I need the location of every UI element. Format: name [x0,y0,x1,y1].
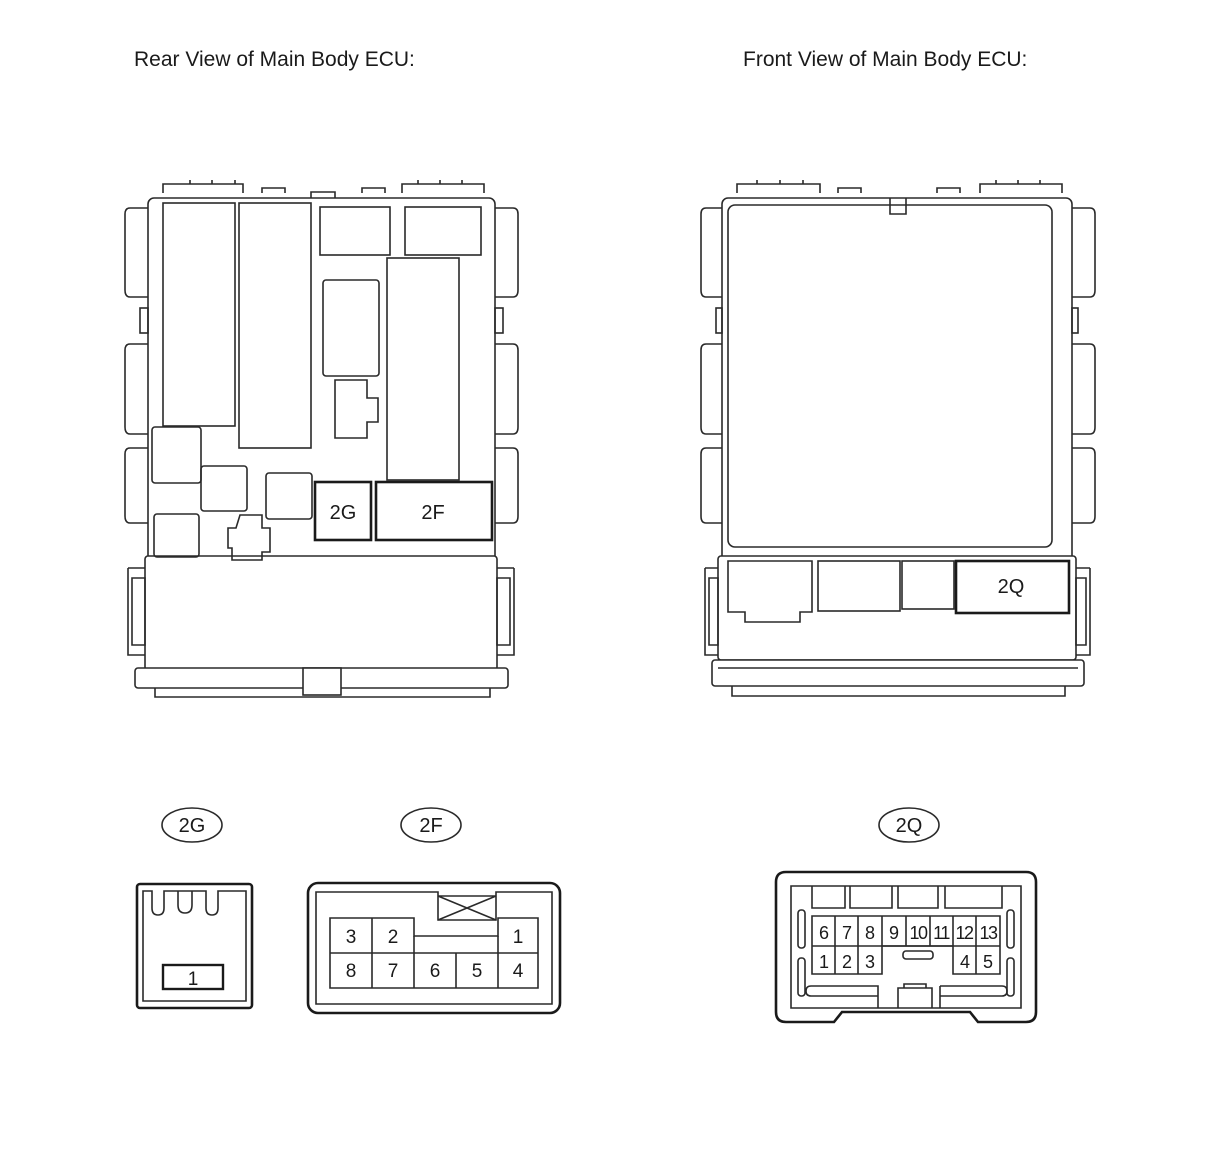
connector-2g: 2G 1 [135,807,254,1010]
connector-2f-pin-3: 3 [346,927,357,948]
rear-2g-label: 2G [330,502,357,524]
connector-2q-pin-12: 12 [955,923,974,943]
connector-2f-pin-5: 5 [472,961,483,982]
connector-2q-pin-2: 2 [842,952,852,972]
connector-2q-pin-1: 1 [819,952,829,972]
connector-2q-pin-13: 13 [979,923,998,943]
rear-ecu-body: 2G 2F [124,180,519,698]
connector-2f-pin-8: 8 [346,961,357,982]
connector-2f-pin-2: 2 [388,927,399,948]
connector-2f-pin-6: 6 [430,961,441,982]
connector-2q-pin-4: 4 [960,952,970,972]
connector-2q-label: 2Q [896,815,923,837]
connector-2q-pin-10: 10 [909,923,928,943]
front-2q-label: 2Q [998,576,1025,598]
rear-view-title: Rear View of Main Body ECU: [134,48,415,71]
connector-2g-pin: 1 [188,969,199,990]
connector-2f-pin-7: 7 [388,961,399,982]
connector-2g-label: 2G [179,815,206,837]
rear-2f-label: 2F [421,502,444,524]
connector-2q: 2Q 6 7 8 9 10 11 12 13 [774,807,1038,1024]
connector-2f-pin-4: 4 [513,961,524,982]
connector-2f-label: 2F [419,815,442,837]
connector-2q-pin-5: 5 [983,952,993,972]
front-view-title: Front View of Main Body ECU: [743,48,1028,71]
connector-2q-pin-11: 11 [933,923,950,943]
connector-2q-pin-3: 3 [865,952,875,972]
connector-2q-pin-8: 8 [865,923,875,943]
connector-2q-pin-6: 6 [819,923,829,943]
connector-2q-pin-7: 7 [842,923,852,943]
connector-2f-pin-1: 1 [513,927,524,948]
front-ecu-body: 2Q [700,180,1096,697]
connector-2q-pin-9: 9 [889,923,899,943]
connector-2f: 2F 3 2 1 8 7 6 5 4 [306,807,562,1015]
